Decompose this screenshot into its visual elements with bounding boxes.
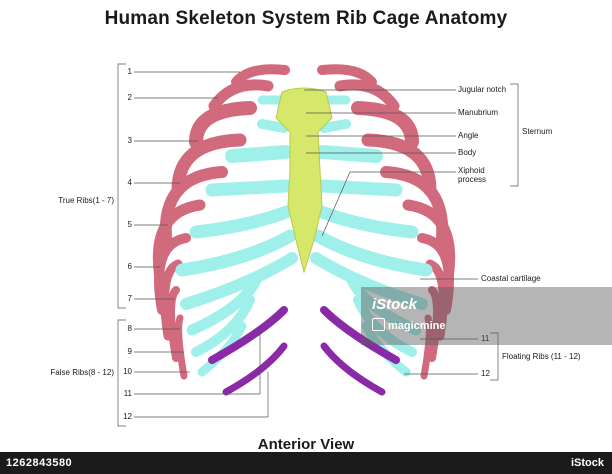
costal-cartilage	[175, 95, 433, 377]
rib-number-9: 9	[127, 347, 132, 356]
rib-number-5: 5	[127, 220, 132, 229]
watermark-band	[361, 287, 612, 345]
true-ribs-label: True Ribs(1 - 7)	[58, 196, 114, 205]
footer-brand: iStock	[570, 457, 604, 469]
rib-number-10: 10	[123, 367, 132, 376]
rib-number-2: 2	[127, 93, 132, 102]
credit-icon	[372, 318, 385, 331]
rib-number-8: 8	[127, 324, 132, 333]
rib-number-4: 4	[127, 178, 132, 187]
floating-ribs	[208, 306, 400, 396]
xiphoid-process-label: Xiphoid process	[458, 166, 487, 184]
rib-number-3: 3	[127, 136, 132, 145]
footer-bar: 1262843580 iStock	[0, 452, 612, 474]
watermark-credit: magicmine	[372, 318, 445, 332]
angle-label: Angle	[458, 131, 479, 140]
jugular-notch-label: Jugular notch	[458, 85, 507, 94]
rib-number-6: 6	[127, 262, 132, 271]
ribs-left	[152, 64, 290, 380]
false-ribs-label: False Ribs(8 - 12)	[50, 368, 114, 377]
rib-number-12: 12	[123, 412, 132, 421]
floating-ribs-label: Floating Ribs (11 - 12)	[502, 352, 581, 361]
leader-lines	[117, 63, 519, 427]
sternum-label: Sternum	[522, 127, 553, 136]
costal-cartilage-label: Coastal cartilage	[481, 274, 541, 283]
rib-number-7: 7	[127, 294, 132, 303]
view-caption: Anterior View	[257, 436, 355, 453]
rib-number-1: 1	[127, 67, 132, 76]
image-id: 1262843580	[6, 457, 73, 469]
watermark-credit-text: magicmine	[388, 320, 446, 332]
ribs-right	[317, 64, 456, 380]
floating-rib-11-number: 11	[481, 334, 490, 343]
manubrium-label: Manubrium	[458, 108, 499, 117]
body-label: Body	[458, 148, 477, 157]
sternum-shape	[275, 87, 333, 274]
diagram-title: Human Skeleton System Rib Cage Anatomy	[104, 8, 508, 29]
floating-rib-12-number: 12	[481, 369, 490, 378]
rib-number-11: 11	[123, 389, 132, 398]
watermark-logo: iStock	[372, 296, 418, 313]
